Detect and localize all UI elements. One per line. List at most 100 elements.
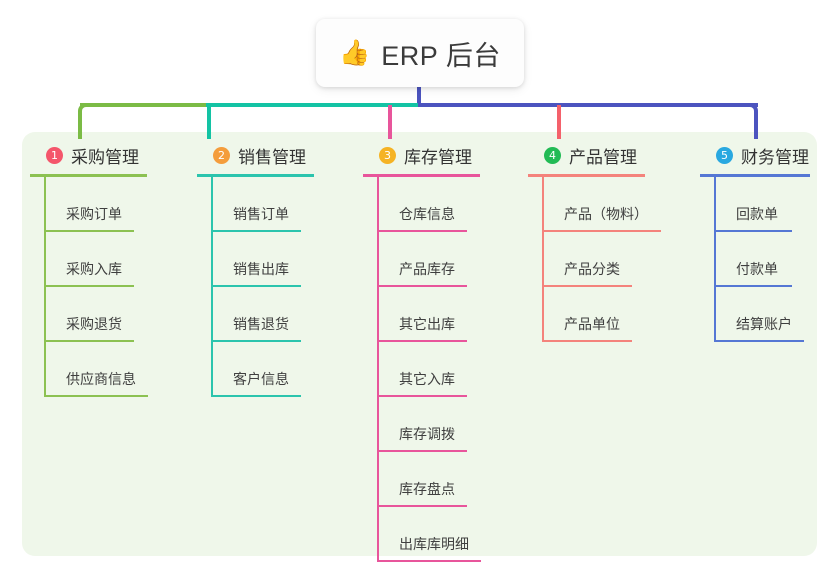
leaf-item-rule (716, 230, 792, 232)
leaf-item-label: 供应商信息 (66, 371, 136, 387)
leaf-item[interactable]: 采购订单 (46, 177, 147, 232)
column-badge-icon: 2 (213, 146, 230, 164)
root-node[interactable]: 👍 ERP 后台 (316, 19, 524, 87)
leaf-item-rule (213, 340, 301, 342)
leaf-item[interactable]: 供应商信息 (46, 342, 148, 397)
leaf-item[interactable]: 结算账户 (716, 287, 810, 342)
leaf-item[interactable]: 其它出库 (379, 287, 480, 342)
leaf-item-label: 其它入库 (399, 371, 455, 387)
leaf-item-rule (213, 285, 301, 287)
leaf-item[interactable]: 销售出库 (213, 232, 314, 287)
leaf-item[interactable]: 出库库明细 (379, 507, 481, 562)
connector-stub-teal (207, 105, 211, 139)
column-badge-icon: 5 (716, 146, 733, 164)
leaf-item-rule (213, 230, 301, 232)
root-trunk-connector (417, 85, 421, 105)
leaf-item-label: 产品分类 (564, 261, 620, 277)
leaf-item-rule (46, 285, 134, 287)
leaf-item-rule (544, 340, 632, 342)
column-branch: 销售订单销售出库销售退货客户信息 (197, 177, 314, 397)
column-header-rule (363, 174, 480, 177)
leaf-item-rule (379, 340, 467, 342)
leaf-item-rule (716, 285, 792, 287)
column-header-1[interactable]: 1 采购管理 (30, 143, 147, 167)
column-title: 采购管理 (71, 147, 139, 167)
leaf-item[interactable]: 仓库信息 (379, 177, 480, 232)
leaf-item[interactable]: 付款单 (716, 232, 810, 287)
leaf-item-label: 销售出库 (233, 261, 289, 277)
leaf-item[interactable]: 其它入库 (379, 342, 480, 397)
leaf-item-label: 其它出库 (399, 316, 455, 332)
leaf-item-rule (213, 395, 301, 397)
branch-spine (542, 177, 544, 342)
column-badge-icon: 1 (46, 146, 63, 164)
connector-segment-green (80, 103, 208, 107)
leaf-item-label: 结算账户 (736, 316, 792, 332)
column-header-rule (700, 174, 810, 177)
diagram-panel (22, 132, 817, 556)
column-title: 库存管理 (404, 147, 472, 167)
column-2: 2 销售管理销售订单销售出库销售退货客户信息 (197, 143, 314, 397)
leaf-item-label: 回款单 (736, 206, 778, 222)
column-5: 5 财务管理回款单付款单结算账户 (700, 143, 810, 342)
connector-segment-indigo (418, 103, 758, 107)
branch-spine (377, 177, 379, 562)
leaf-item-label: 销售退货 (233, 316, 289, 332)
leaf-item-label: 采购退货 (66, 316, 122, 332)
leaf-item-rule (544, 285, 632, 287)
leaf-item[interactable]: 采购退货 (46, 287, 147, 342)
leaf-item-label: 采购订单 (66, 206, 122, 222)
column-branch: 采购订单采购入库采购退货供应商信息 (30, 177, 148, 397)
column-3: 3 库存管理仓库信息产品库存其它出库其它入库库存调拨库存盘点出库库明细 (363, 143, 481, 562)
leaf-item-rule (46, 230, 134, 232)
leaf-item[interactable]: 库存盘点 (379, 452, 480, 507)
leaf-item-rule (379, 505, 467, 507)
column-header-rule (30, 174, 147, 177)
leaf-item-rule (379, 395, 467, 397)
leaf-item-rule (46, 395, 148, 397)
leaf-item[interactable]: 销售订单 (213, 177, 314, 232)
connector-stub-pink (388, 105, 392, 139)
leaf-item-label: 仓库信息 (399, 206, 455, 222)
column-header-3[interactable]: 3 库存管理 (363, 143, 480, 167)
leaf-item[interactable]: 产品（物料） (544, 177, 661, 232)
branch-spine (714, 177, 716, 342)
leaf-item[interactable]: 销售退货 (213, 287, 314, 342)
leaf-item-rule (544, 230, 661, 232)
leaf-item[interactable]: 客户信息 (213, 342, 314, 397)
leaf-item[interactable]: 回款单 (716, 177, 810, 232)
branch-spine (211, 177, 213, 397)
leaf-item-rule (379, 450, 467, 452)
leaf-item[interactable]: 产品库存 (379, 232, 480, 287)
leaf-item[interactable]: 库存调拨 (379, 397, 480, 452)
leaf-item-label: 库存盘点 (399, 481, 455, 497)
column-branch: 产品（物料） 产品分类产品单位 (528, 177, 661, 342)
column-header-rule (197, 174, 314, 177)
leaf-item-label: 库存调拨 (399, 426, 455, 442)
leaf-item[interactable]: 产品分类 (544, 232, 645, 287)
leaf-item-label: 产品（物料） (564, 206, 648, 222)
column-header-5[interactable]: 5 财务管理 (700, 143, 810, 167)
leaf-item-rule (379, 230, 467, 232)
leaf-item-label: 客户信息 (233, 371, 289, 387)
leaf-item-label: 采购入库 (66, 261, 122, 277)
leaf-item-label: 付款单 (736, 261, 778, 277)
column-badge-icon: 4 (544, 146, 561, 164)
column-header-rule (528, 174, 645, 177)
leaf-item-rule (46, 340, 134, 342)
leaf-item-label: 销售订单 (233, 206, 289, 222)
column-branch: 仓库信息产品库存其它出库其它入库库存调拨库存盘点出库库明细 (363, 177, 481, 562)
column-branch: 回款单付款单结算账户 (700, 177, 810, 342)
column-badge-icon: 3 (379, 146, 396, 164)
leaf-item[interactable]: 采购入库 (46, 232, 147, 287)
leaf-item[interactable]: 产品单位 (544, 287, 645, 342)
leaf-item-label: 出库库明细 (399, 536, 469, 552)
leaf-item-rule (379, 560, 481, 562)
column-title: 销售管理 (238, 147, 306, 167)
thumbs-up-icon: 👍 (339, 38, 371, 67)
column-header-2[interactable]: 2 销售管理 (197, 143, 314, 167)
column-title: 财务管理 (741, 147, 809, 167)
leaf-item-rule (716, 340, 804, 342)
